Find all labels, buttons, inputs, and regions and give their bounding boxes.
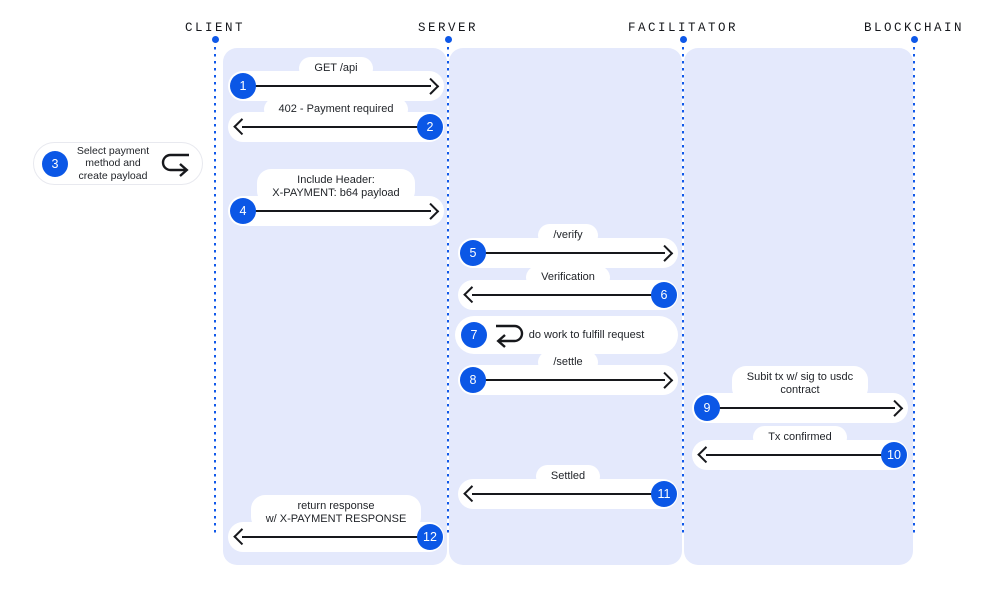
step-badge: 8 bbox=[460, 367, 486, 393]
arrowhead-left-icon bbox=[463, 485, 480, 503]
message-label: Subit tx w/ sig to usdc contract bbox=[731, 366, 869, 402]
message-3-select-payment: 3 Select payment method and create paylo… bbox=[33, 142, 203, 185]
arrowhead-right-icon bbox=[422, 202, 439, 220]
message-5-verify: /verify 5 bbox=[458, 224, 678, 268]
arrowhead-left-icon bbox=[233, 118, 250, 136]
arrow-line bbox=[472, 251, 665, 255]
message-1-get-api: GET /api 1 bbox=[228, 57, 444, 101]
step-badge: 2 bbox=[417, 114, 443, 140]
step-badge: 9 bbox=[694, 395, 720, 421]
step-badge: 7 bbox=[461, 322, 487, 348]
arrow-line bbox=[472, 492, 665, 496]
actor-label-facilitator: FACILITATOR bbox=[627, 21, 739, 35]
step-badge: 6 bbox=[651, 282, 677, 308]
message-2-402-payment-required: 402 - Payment required 2 bbox=[228, 98, 444, 142]
message-label: Tx confirmed bbox=[753, 426, 847, 449]
self-loop-left-icon bbox=[496, 324, 524, 348]
arrow-line bbox=[242, 535, 431, 539]
lifeline-client bbox=[213, 47, 217, 534]
lifeline-dot bbox=[211, 36, 219, 43]
message-12-return-response: return response w/ X-PAYMENT RESPONSE 12 bbox=[228, 495, 444, 552]
message-label: Select payment method and create payload bbox=[76, 144, 150, 182]
message-10-tx-confirmed: Tx confirmed 10 bbox=[692, 426, 908, 470]
message-label: /settle bbox=[538, 351, 598, 374]
lifeline-facilitator bbox=[681, 47, 685, 534]
arrow-line bbox=[242, 125, 431, 129]
step-badge: 3 bbox=[42, 150, 68, 177]
message-4-include-header: Include Header: X-PAYMENT: b64 payload 4 bbox=[228, 169, 444, 226]
panel-facilitator-blockchain bbox=[684, 48, 913, 565]
step-badge: 12 bbox=[417, 524, 443, 550]
message-label: GET /api bbox=[299, 57, 373, 80]
lifeline-dot bbox=[910, 36, 918, 43]
message-label: do work to fulfill request bbox=[528, 328, 645, 341]
arrowhead-right-icon bbox=[656, 371, 673, 389]
message-label: Include Header: X-PAYMENT: b64 payload bbox=[257, 169, 415, 205]
step-badge: 11 bbox=[651, 481, 677, 507]
arrowhead-right-icon bbox=[656, 244, 673, 262]
message-7-do-work: 7 do work to fulfill request bbox=[455, 316, 678, 354]
lifeline-blockchain bbox=[912, 47, 916, 534]
message-label: Settled bbox=[535, 465, 601, 488]
arrow-line bbox=[706, 453, 895, 457]
arrowhead-left-icon bbox=[697, 446, 714, 464]
step-badge: 1 bbox=[230, 73, 256, 99]
lifeline-dot bbox=[444, 36, 452, 43]
actor-label-server: SERVER bbox=[417, 21, 479, 35]
message-label: /verify bbox=[538, 224, 598, 247]
arrow-line bbox=[242, 84, 431, 88]
message-11-settled: Settled 11 bbox=[458, 465, 678, 509]
message-8-settle: /settle 8 bbox=[458, 351, 678, 395]
lifeline-server bbox=[446, 47, 450, 534]
actor-label-blockchain: BLOCKCHAIN bbox=[863, 21, 965, 35]
step-badge: 5 bbox=[460, 240, 486, 266]
arrow-line bbox=[472, 378, 665, 382]
message-label: return response w/ X-PAYMENT RESPONSE bbox=[250, 495, 422, 531]
arrowhead-left-icon bbox=[233, 528, 250, 546]
message-label: 402 - Payment required bbox=[263, 98, 409, 121]
actor-label-client: CLIENT bbox=[184, 21, 246, 35]
self-loop-right-icon bbox=[161, 153, 189, 177]
step-badge: 10 bbox=[881, 442, 907, 468]
arrowhead-right-icon bbox=[422, 77, 439, 95]
arrow-line bbox=[706, 406, 895, 410]
arrow-line bbox=[472, 293, 665, 297]
message-9-submit-tx: Subit tx w/ sig to usdc contract 9 bbox=[692, 366, 908, 423]
step-badge: 4 bbox=[230, 198, 256, 224]
message-6-verification: Verification 6 bbox=[458, 266, 678, 310]
arrowhead-left-icon bbox=[463, 286, 480, 304]
arrow-line bbox=[242, 209, 431, 213]
lifeline-dot bbox=[679, 36, 687, 43]
arrowhead-right-icon bbox=[886, 399, 903, 417]
message-label: Verification bbox=[526, 266, 610, 289]
